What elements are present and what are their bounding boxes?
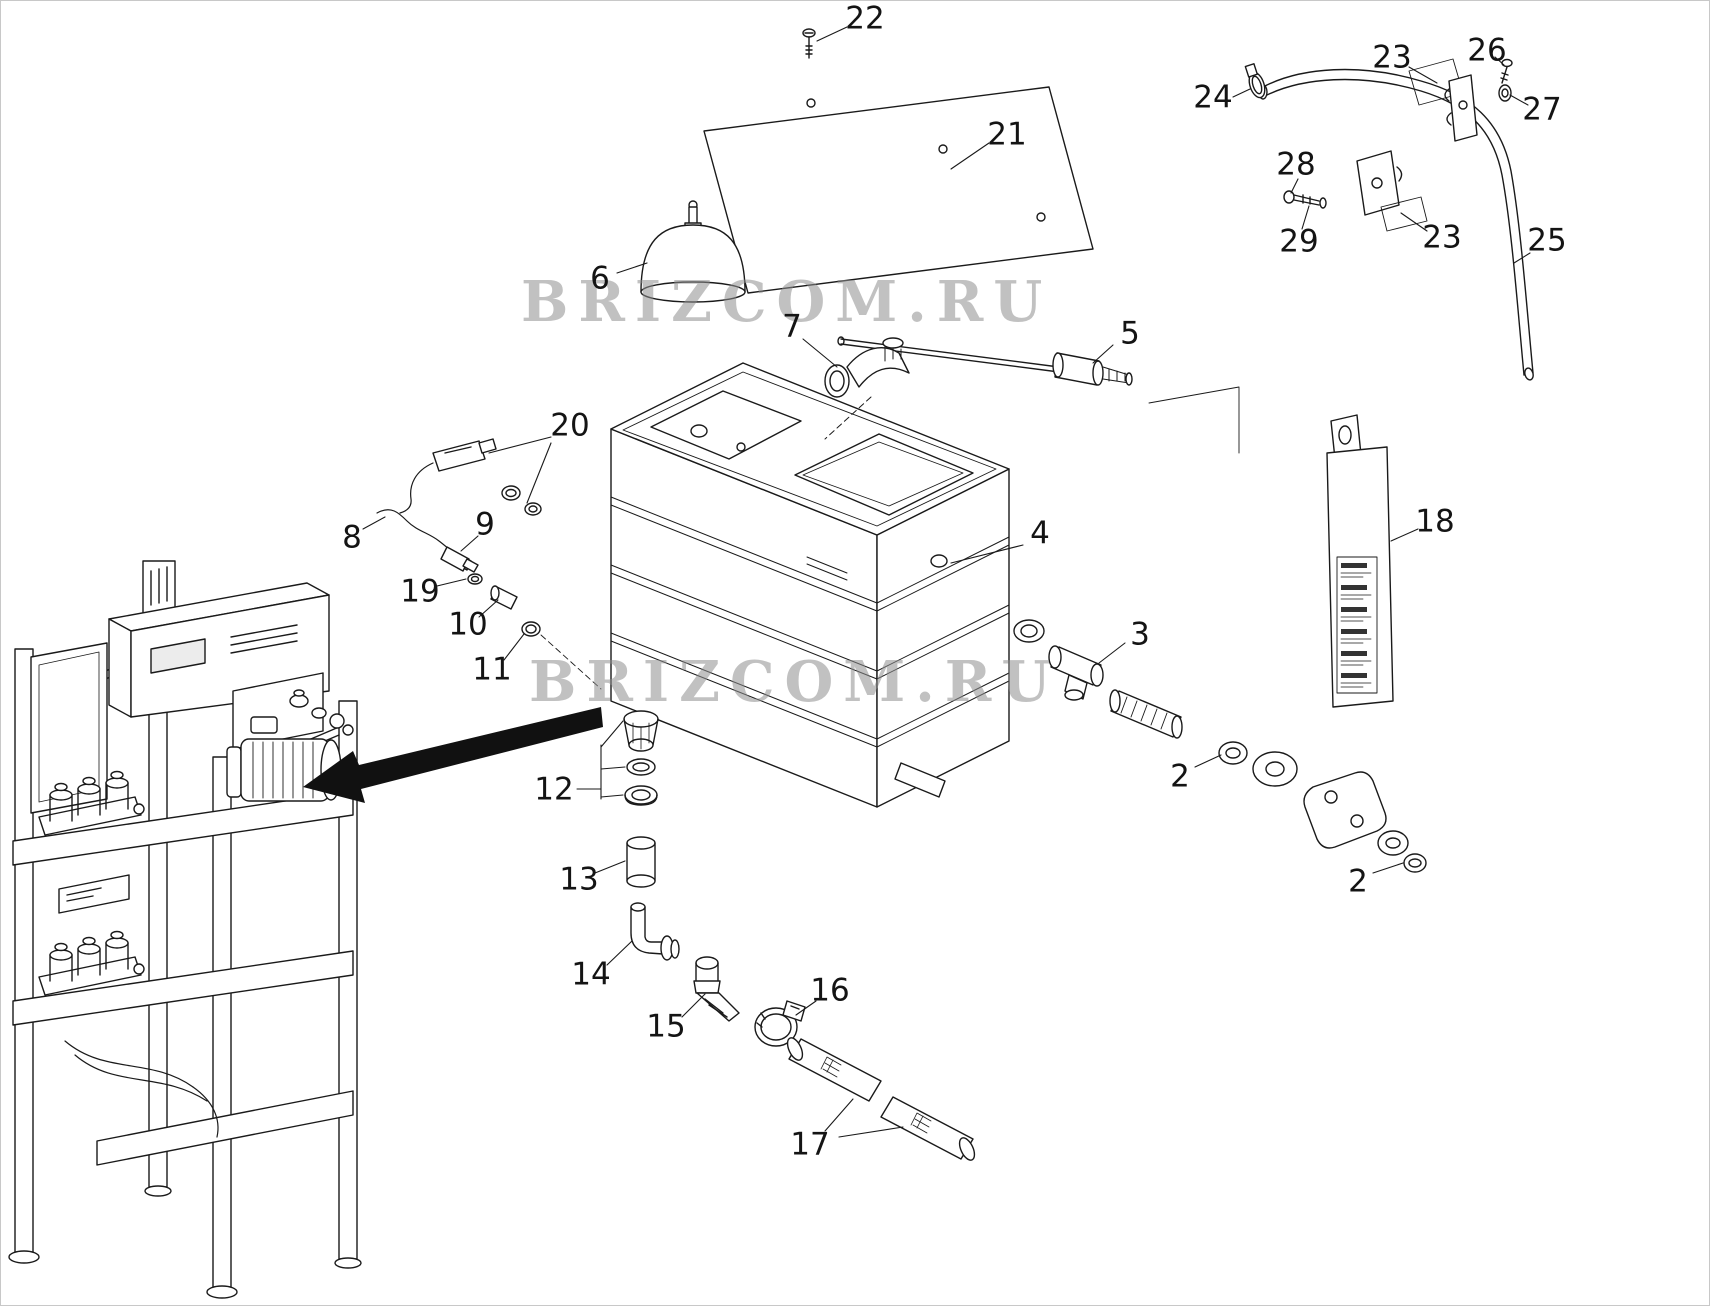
callout-4: 4 (1030, 515, 1050, 552)
float-rod (837, 336, 1133, 386)
strainer-nut (624, 785, 658, 806)
decal-panel (1326, 414, 1394, 708)
callout-23a: 23 (1372, 39, 1412, 76)
bracket-screw (1500, 58, 1513, 84)
gasket (1252, 751, 1298, 787)
handle-tube (1262, 68, 1534, 374)
mounting-plate (1303, 771, 1387, 849)
strainer-chain (623, 710, 976, 1161)
strainer (623, 710, 659, 752)
tank-opening (794, 433, 974, 516)
callout-20: 20 (550, 407, 590, 444)
hose (786, 1037, 976, 1161)
handle-bracket-lower (1356, 150, 1428, 232)
callout-26: 26 (1467, 32, 1507, 69)
machine-assembly (8, 560, 362, 1299)
callout-2a: 2 (1170, 758, 1190, 795)
frame-foot (334, 1257, 362, 1269)
callout-10: 10 (448, 606, 488, 643)
callout-6: 6 (590, 260, 610, 297)
pointer-arrow (303, 707, 603, 803)
tank-lid (703, 86, 1094, 294)
callout-27: 27 (1522, 91, 1562, 128)
hex-nut (1013, 619, 1045, 643)
hose-clamp (754, 1000, 806, 1047)
callout-5: 5 (1120, 315, 1140, 352)
watermark: BRIZCOM.RU (529, 649, 1061, 715)
callout-16: 16 (810, 972, 850, 1009)
handle-bracket-upper (1408, 58, 1478, 142)
water-tank (610, 362, 1010, 808)
tank-tab (894, 762, 946, 798)
level-sensor-connector (399, 438, 542, 516)
callout-28: 28 (1276, 146, 1316, 183)
frame-shelf (12, 950, 354, 1026)
leader-lines (362, 26, 1531, 1138)
tee-fitting (1048, 645, 1104, 701)
callout-7: 7 (782, 308, 802, 345)
callout-2b: 2 (1348, 863, 1368, 900)
callout-15: 15 (646, 1008, 686, 1045)
handle-assembly (1148, 58, 1534, 454)
frame-foot (8, 1250, 40, 1264)
callout-8: 8 (342, 519, 362, 556)
bracket-bolt (1283, 190, 1327, 209)
callout-19: 19 (400, 573, 440, 610)
frame-foot (206, 1285, 238, 1299)
seal-ring (521, 621, 541, 637)
callout-18: 18 (1415, 503, 1455, 540)
callout-29: 29 (1279, 223, 1319, 260)
machine-hoses (64, 1040, 219, 1138)
hex-nut (1403, 853, 1427, 873)
frame-shelf (12, 790, 354, 866)
small-washer (467, 573, 483, 585)
frame-shelf (96, 1090, 354, 1166)
gauge-panel (58, 874, 130, 914)
callout-13: 13 (559, 861, 599, 898)
washer (1218, 741, 1248, 765)
frame-leg (212, 756, 232, 1290)
elbow (630, 902, 680, 961)
machine-door-panel (30, 642, 108, 814)
tube-clamp (1244, 63, 1266, 99)
callout-24: 24 (1193, 79, 1233, 116)
frame-foot (144, 1185, 172, 1197)
barb-fitting (693, 956, 740, 1022)
lid-screw (802, 28, 816, 59)
callout-11: 11 (472, 651, 512, 688)
hose-stem (626, 836, 656, 888)
drain-fitting-chain (1013, 619, 1427, 873)
callout-21: 21 (987, 116, 1027, 153)
tank-opening (650, 390, 802, 460)
bracket-washer (1498, 84, 1512, 102)
callout-12: 12 (534, 771, 574, 808)
strainer-gasket (626, 758, 656, 776)
tank-hole (930, 554, 948, 568)
sensor-chain (376, 438, 602, 690)
callout-14: 14 (571, 956, 611, 993)
gasket (1377, 830, 1409, 856)
watermark: BRIZCOM.RU (521, 269, 1053, 335)
tank-ribs (610, 496, 1010, 748)
elbow-fitting (824, 337, 910, 440)
float-dome (640, 200, 746, 303)
callout-25: 25 (1527, 222, 1567, 259)
callout-3: 3 (1130, 616, 1150, 653)
callout-23b: 23 (1422, 219, 1462, 256)
small-fitting (490, 585, 518, 610)
thermo-sensor (440, 546, 479, 573)
threaded-nipple (1109, 689, 1183, 739)
frame-leg (148, 652, 168, 1188)
callout-22: 22 (845, 0, 885, 37)
callout-9: 9 (475, 506, 495, 543)
callout-17: 17 (790, 1126, 830, 1163)
